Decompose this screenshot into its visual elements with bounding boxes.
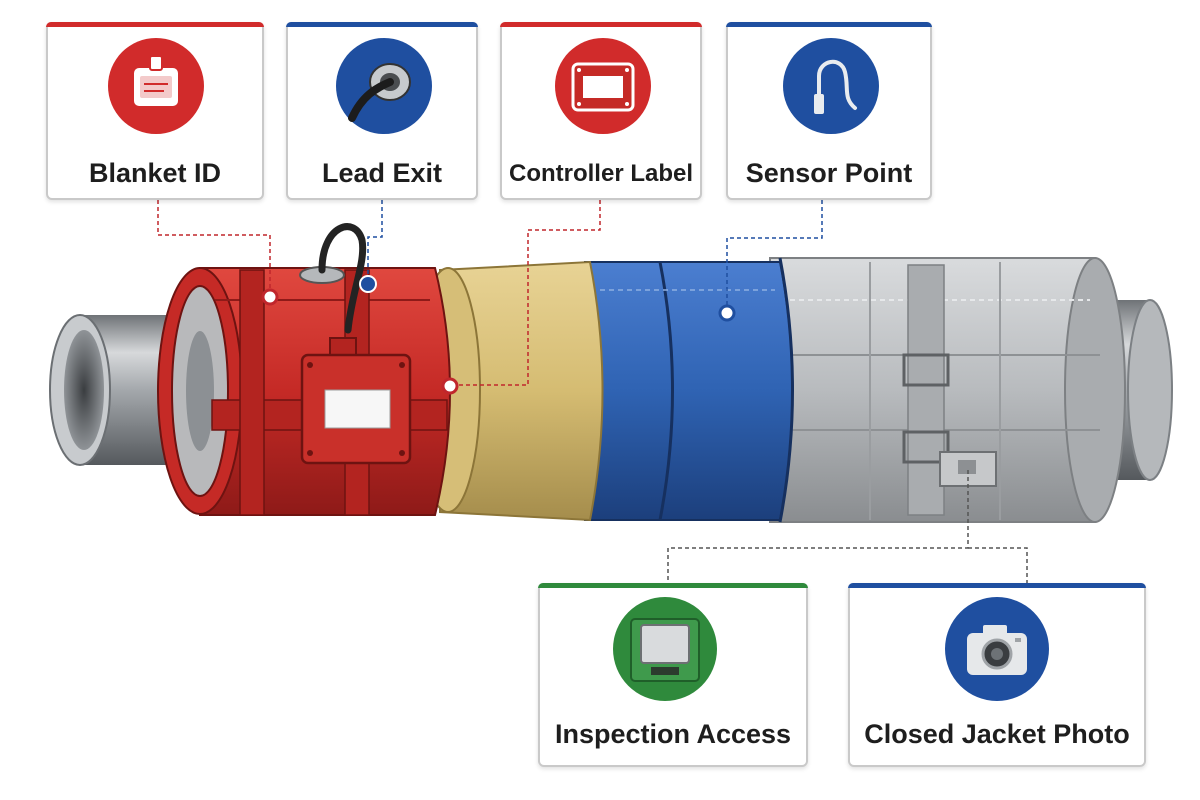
cable-grommet-icon — [336, 38, 432, 134]
leader-blanket-id — [157, 200, 271, 295]
red-blanket-section — [157, 223, 451, 516]
callout-label: Closed Jacket Photo — [864, 719, 1130, 749]
callout-label: Sensor Point — [745, 158, 913, 188]
card-accent-bar — [848, 583, 1146, 588]
marker-sensor-point — [718, 304, 736, 322]
card-accent-bar — [538, 583, 808, 588]
card-accent-bar — [46, 22, 264, 27]
marker-blanket-id — [261, 288, 279, 306]
callout-markers — [261, 275, 736, 395]
leader-lines — [157, 200, 1028, 583]
marker-controller-label — [441, 377, 459, 395]
leader-jacket-photo — [968, 547, 1028, 583]
camera-icon — [945, 597, 1049, 701]
callout-label: Controller Label — [508, 160, 694, 187]
callout-controller-label: Controller Label — [500, 22, 702, 200]
callout-lead-exit: Lead Exit — [286, 22, 478, 200]
leader-sensor-point — [726, 200, 823, 312]
grey-jacket-section — [769, 257, 1126, 523]
callout-label: Blanket ID — [88, 158, 222, 188]
inspection-flap-icon — [613, 597, 717, 701]
callout-blanket-id: Blanket ID — [46, 22, 264, 200]
label-box-icon — [555, 38, 651, 134]
callout-inspection-access: Inspection Access — [538, 583, 808, 767]
leader-inspection — [667, 470, 969, 583]
sensor-probe-icon — [783, 38, 879, 134]
leader-controller-label — [450, 200, 601, 386]
callout-closed-jacket-photo: Closed Jacket Photo — [848, 583, 1146, 767]
blue-jacket-section — [584, 257, 794, 523]
callout-label: Inspection Access — [554, 719, 792, 749]
callout-sensor-point: Sensor Point — [726, 22, 932, 200]
card-accent-bar — [286, 22, 478, 27]
card-accent-bar — [500, 22, 702, 27]
id-tag-icon — [108, 38, 204, 134]
leader-lead-exit — [367, 200, 383, 282]
card-accent-bar — [726, 22, 932, 27]
marker-lead-exit — [359, 275, 377, 293]
callout-label: Lead Exit — [321, 158, 443, 188]
